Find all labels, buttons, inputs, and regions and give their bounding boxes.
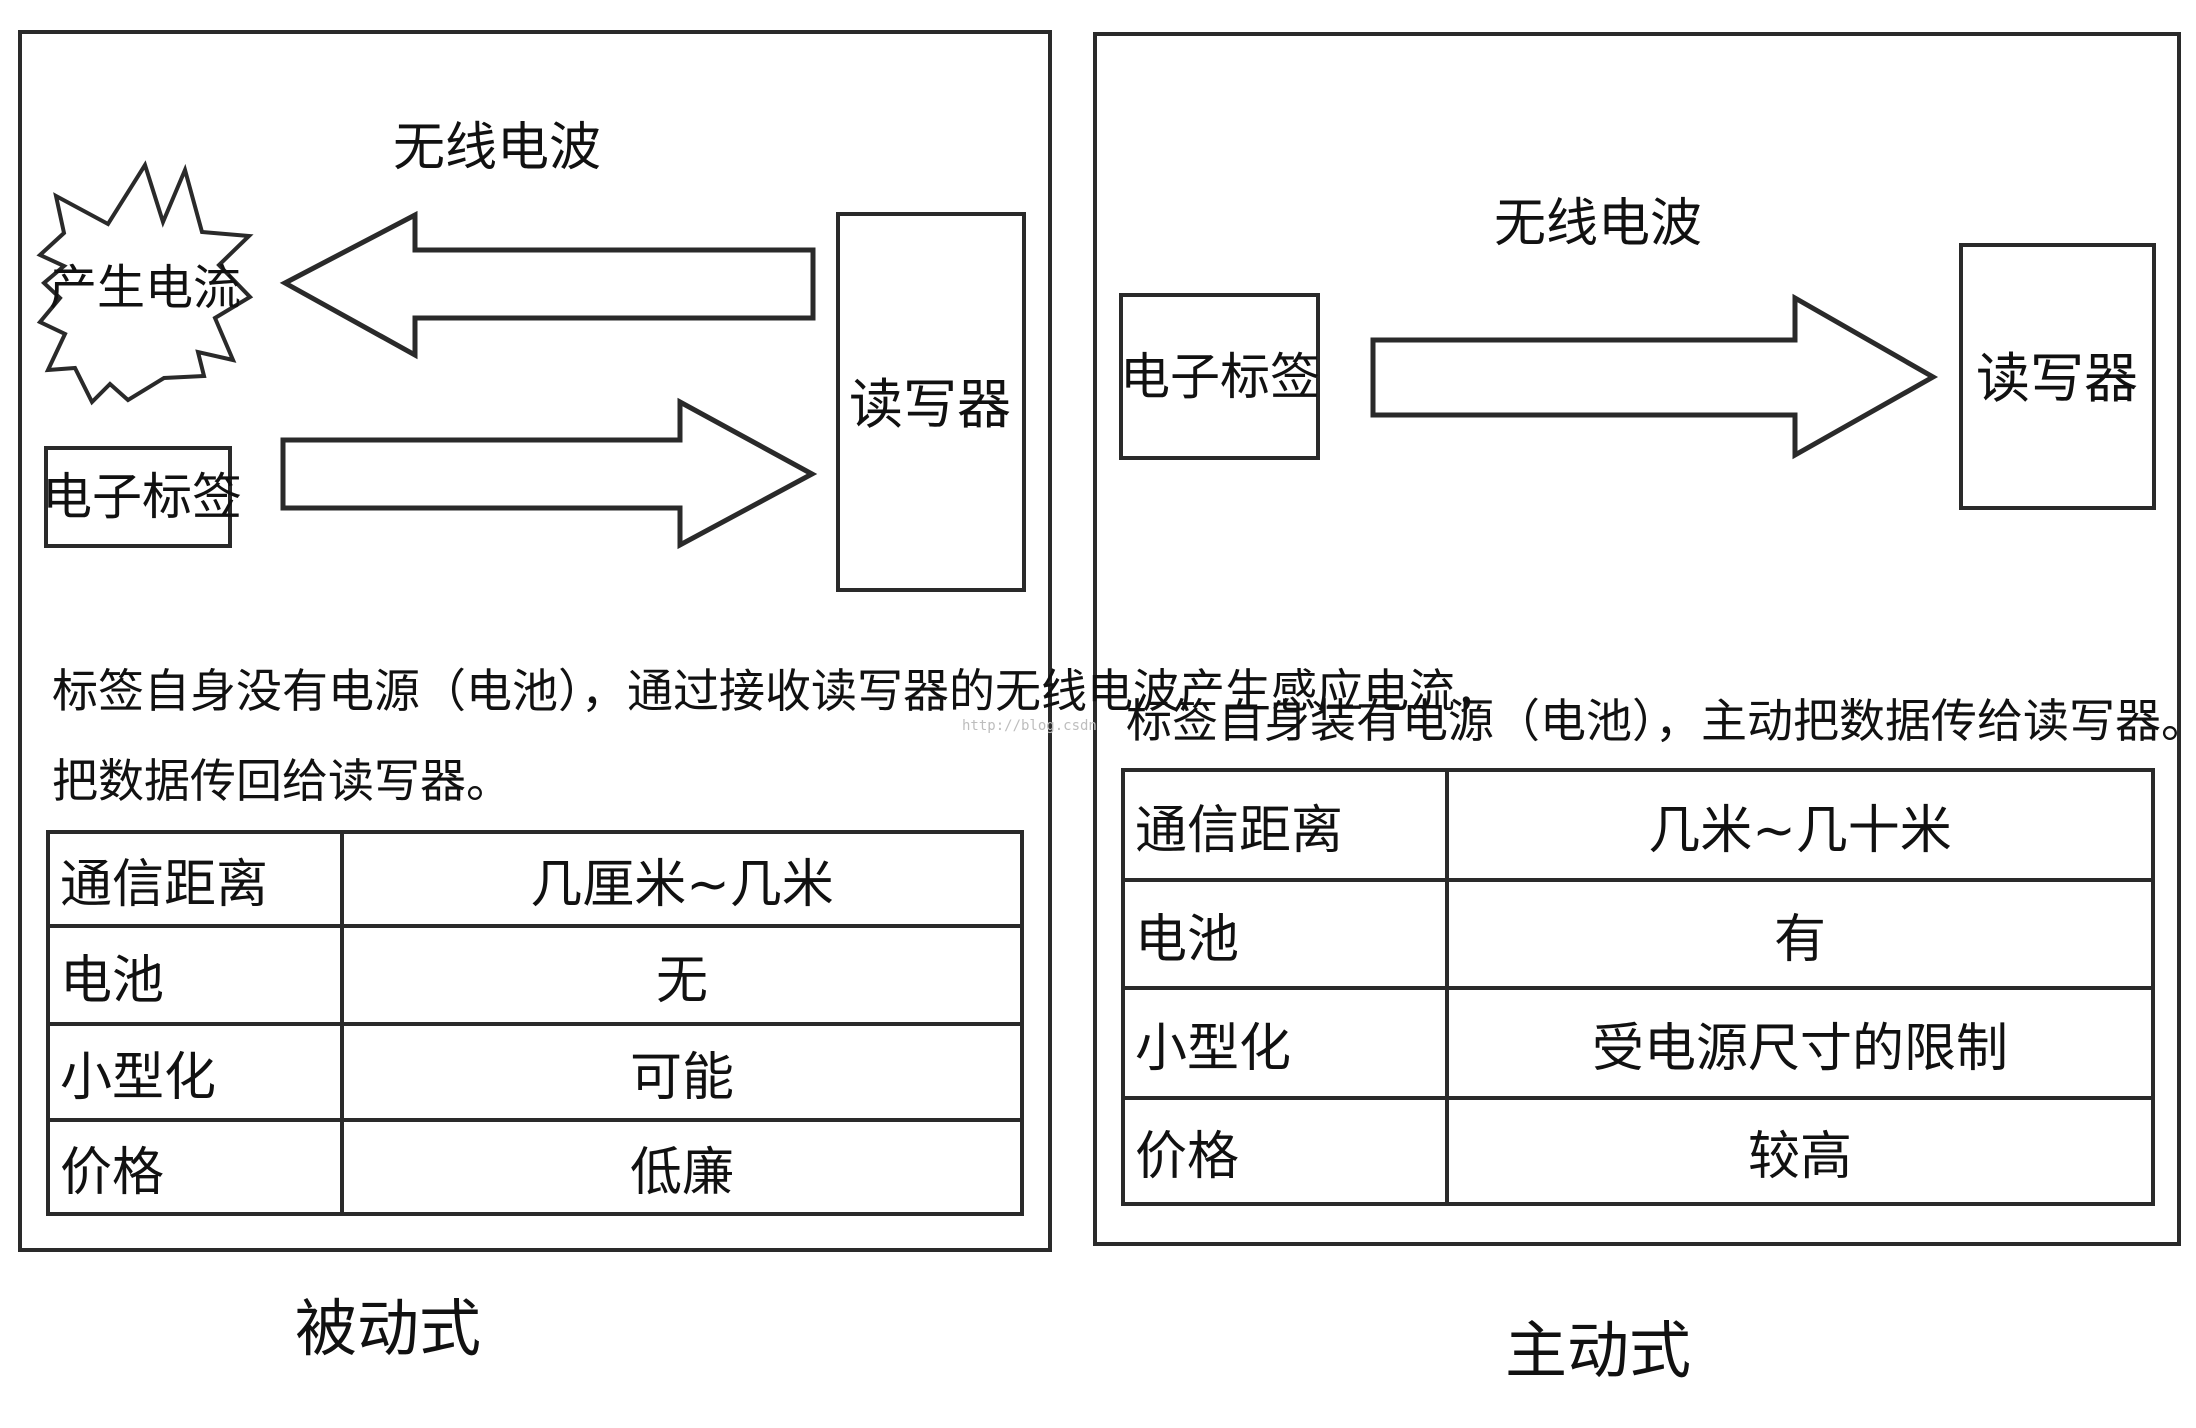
passive-data-arrow-right: [280, 397, 818, 550]
spec-value: 几米~几十米: [1445, 768, 2155, 882]
passive-reader-label: 读写器: [849, 373, 1011, 436]
active-caption: 主动式: [1504, 1314, 1692, 1387]
spec-value: 低廉: [340, 1118, 1024, 1216]
spec-value: 几厘米~几米: [340, 830, 1024, 928]
passive-spec-table: 通信距离 几厘米~几米 电池 无 小型化 可能 价格 低廉: [46, 830, 1024, 1216]
active-wave-label: 无线电波: [1493, 194, 1703, 254]
passive-tag-label: 电子标签: [42, 468, 242, 526]
spec-key: 小型化: [46, 1022, 344, 1122]
active-tag-label: 电子标签: [1120, 348, 1320, 406]
active-spec-table: 通信距离 几米~几十米 电池 有 小型化 受电源尺寸的限制 价格 较高: [1121, 768, 2155, 1206]
passive-wave-arrow-left: [279, 210, 816, 360]
active-description-line-1: 标签自身装有电源（电池），主动把数据传给读写器。: [1126, 694, 2196, 748]
spec-value: 无: [340, 924, 1024, 1026]
passive-caption: 被动式: [294, 1292, 482, 1365]
active-reader-box: [1959, 243, 2156, 510]
spec-value: 有: [1445, 878, 2155, 990]
active-tag-box: [1119, 293, 1320, 460]
spec-value: 受电源尺寸的限制: [1445, 986, 2155, 1100]
table-row: 通信距离 几厘米~几米: [46, 830, 1024, 928]
spec-value: 可能: [340, 1022, 1024, 1122]
active-reader-label: 读写器: [1976, 347, 2138, 410]
table-row: 通信距离 几米~几十米: [1121, 768, 2155, 882]
spec-key: 通信距离: [1121, 768, 1449, 882]
watermark: http://blog.csdn: [962, 718, 1097, 734]
spec-value: 较高: [1445, 1096, 2155, 1206]
table-row: 小型化 受电源尺寸的限制: [1121, 986, 2155, 1100]
passive-description-line-2: 把数据传回给读写器。: [52, 754, 512, 808]
passive-reader-box: [836, 212, 1026, 592]
table-row: 价格 低廉: [46, 1118, 1024, 1216]
passive-tag-box: [44, 446, 232, 548]
table-row: 价格 较高: [1121, 1096, 2155, 1206]
spec-key: 价格: [46, 1118, 344, 1216]
active-wave-arrow-right: [1370, 293, 1939, 460]
passive-burst-label: 产生电流: [48, 260, 242, 316]
spec-key: 通信距离: [46, 830, 344, 928]
spec-key: 价格: [1121, 1096, 1449, 1206]
table-row: 小型化 可能: [46, 1022, 1024, 1122]
passive-description-line-1: 标签自身没有电源（电池），通过接收读写器的无线电波产生感应电流，: [52, 664, 1501, 718]
spec-key: 电池: [1121, 878, 1449, 990]
table-row: 电池 无: [46, 924, 1024, 1026]
spec-key: 小型化: [1121, 986, 1449, 1100]
spec-key: 电池: [46, 924, 344, 1026]
table-row: 电池 有: [1121, 878, 2155, 990]
passive-current-burst: [36, 160, 254, 406]
passive-wave-label: 无线电波: [392, 118, 602, 178]
